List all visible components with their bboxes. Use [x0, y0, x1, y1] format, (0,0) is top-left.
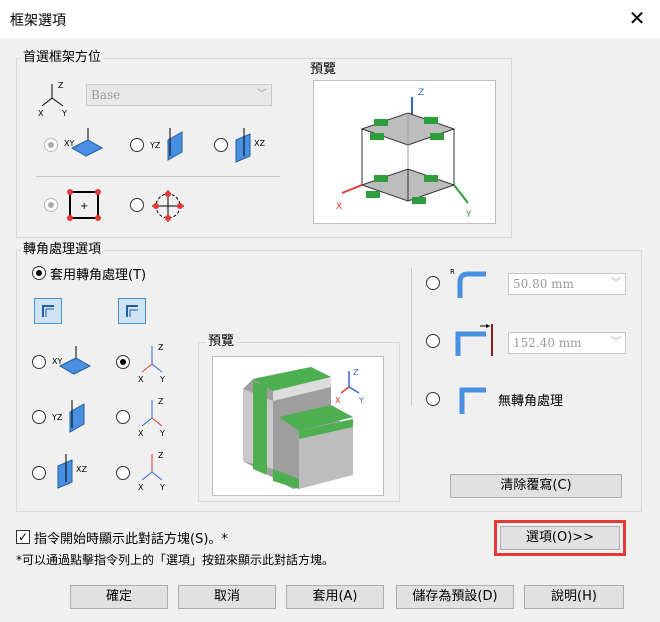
axis-x-label: X [38, 109, 44, 118]
ok-button[interactable]: 確定 [70, 585, 168, 609]
corner-xz-radio[interactable] [32, 466, 46, 480]
axis-y-label: Y [61, 109, 67, 118]
frame-box-illustration: Z X Y [336, 88, 472, 220]
apply-corner-label: 套用轉角處理(T) [50, 268, 147, 283]
orientation-preset-select[interactable]: Base ﹀ [86, 84, 272, 106]
orientation-xy-radio[interactable] [44, 138, 58, 152]
close-button[interactable]: ✕ [628, 6, 646, 30]
svg-text:Z: Z [158, 343, 164, 352]
anchor-center-radio[interactable] [130, 198, 144, 212]
orientation-xz-radio[interactable] [214, 138, 228, 152]
corner-joint-icon [42, 305, 54, 317]
xy-plane-icon: XY [64, 128, 104, 157]
corner-butt-icon [126, 305, 138, 317]
options-button[interactable]: 選項(O)>> [500, 526, 620, 550]
corner-plane-label-xy: XY [52, 357, 62, 366]
options-button-highlight [494, 520, 626, 556]
corner-radius-icon: R [450, 268, 486, 298]
corner-axis-radio-1[interactable] [116, 355, 130, 369]
cancel-button[interactable]: 取消 [178, 585, 276, 609]
corner-extend-field[interactable]: 152.40 mm ﹀ [508, 332, 626, 354]
svg-text:X: X [138, 429, 144, 438]
corner-yz-radio[interactable] [32, 410, 46, 424]
apply-button[interactable]: 套用(A) [286, 585, 384, 609]
orientation-group-label: 首選框架方位 [21, 50, 104, 66]
chevron-down-icon: ﹀ [257, 89, 267, 100]
xz-plane-icon: XZ [57, 454, 87, 489]
corner-style-toggle-1[interactable] [34, 298, 62, 324]
corner-preview-label: 預覽 [206, 334, 237, 350]
footer-hint: *可以通過點擊指令列上的「選項」按鈕來顯示此對話方塊。 [16, 553, 335, 567]
apply-corner-radio[interactable] [32, 266, 46, 280]
corner-axis-radio-3[interactable] [116, 466, 130, 480]
corner-radius-value: 50.80 mm [513, 277, 574, 291]
chevron-down-icon: ﹀ [611, 337, 621, 348]
clear-override-button[interactable]: 清除覆寫(C) [450, 474, 622, 498]
axis-triad-icon: Z X Y [38, 81, 67, 118]
svg-text:Z: Z [353, 368, 359, 377]
svg-text:X: X [138, 483, 144, 492]
title-bar [0, 0, 660, 38]
svg-text:+: + [80, 201, 88, 212]
corner-xy-radio[interactable] [32, 355, 46, 369]
crosshair-anchor-icon [152, 190, 184, 222]
plane-label-xy: XY [64, 139, 74, 148]
beam-edge-icon: + [67, 189, 101, 221]
no-corner-radio[interactable] [426, 392, 440, 406]
yz-plane-icon: YZ [149, 128, 183, 161]
corner-preview: Z X Y [212, 356, 384, 496]
svg-text:Y: Y [159, 375, 165, 384]
corner-extend-radio[interactable] [426, 334, 440, 348]
corner-axis-radio-2[interactable] [116, 410, 130, 424]
preview-z-label: Z [418, 88, 424, 98]
orientation-group [16, 58, 512, 238]
svg-text:Y: Y [159, 429, 165, 438]
anchor-edge-radio[interactable] [44, 198, 58, 212]
orientation-yz-radio[interactable] [130, 138, 144, 152]
window-title: 框架選項 [10, 13, 66, 29]
plane-label-yz: YZ [149, 141, 161, 150]
plane-label-xz: XZ [254, 139, 265, 148]
orientation-preview: Z X Y [313, 80, 496, 224]
axis-triad-icon: Z X Y [138, 397, 165, 438]
svg-text:R: R [450, 268, 455, 276]
corner-group [16, 250, 642, 512]
chevron-down-icon: ﹀ [611, 278, 621, 289]
no-corner-icon [459, 387, 486, 414]
no-corner-label: 無轉角處理 [498, 394, 564, 409]
help-button[interactable]: 說明(H) [524, 585, 624, 609]
svg-text:X: X [138, 375, 144, 384]
svg-text:Z: Z [158, 451, 164, 460]
svg-text:Z: Z [158, 397, 164, 406]
save-default-button[interactable]: 儲存為預設(D) [396, 585, 514, 609]
svg-text:X: X [335, 396, 341, 405]
show-dialog-label: 指令開始時顯示此對話方塊(S)。* [34, 532, 228, 547]
show-dialog-checkbox[interactable]: ✓ [16, 530, 30, 544]
svg-text:Y: Y [159, 483, 165, 492]
orientation-preset-value: Base [91, 88, 121, 102]
corner-plane-label-xz: XZ [76, 465, 87, 474]
axis-z-label: Z [58, 81, 64, 90]
preview-y-label: Y [465, 210, 472, 220]
svg-text:Y: Y [358, 396, 364, 405]
corner-radius-radio[interactable] [426, 276, 440, 290]
corner-plane-label-yz: YZ [51, 413, 63, 422]
corner-extend-value: 152.40 mm [513, 336, 582, 350]
corner-vertical-divider [411, 268, 412, 406]
preview-x-label: X [336, 202, 342, 212]
orientation-preview-label: 預覽 [308, 62, 339, 78]
corner-group-label: 轉角處理選項 [21, 242, 104, 258]
xy-plane-icon: XY [52, 346, 92, 375]
corner-style-toggle-2[interactable] [118, 298, 146, 324]
corner-extend-icon [455, 324, 493, 356]
corner-preview-frame [198, 342, 400, 502]
axis-triad-icon: Z X Y [138, 343, 165, 384]
orientation-divider [36, 176, 280, 177]
xz-plane-icon: XZ [235, 128, 265, 163]
yz-plane-icon: YZ [51, 400, 85, 433]
axis-triad-icon: Z X Y [138, 451, 165, 492]
stair-frame-illustration: Z X Y [243, 367, 364, 489]
corner-radius-field[interactable]: 50.80 mm ﹀ [508, 273, 626, 295]
